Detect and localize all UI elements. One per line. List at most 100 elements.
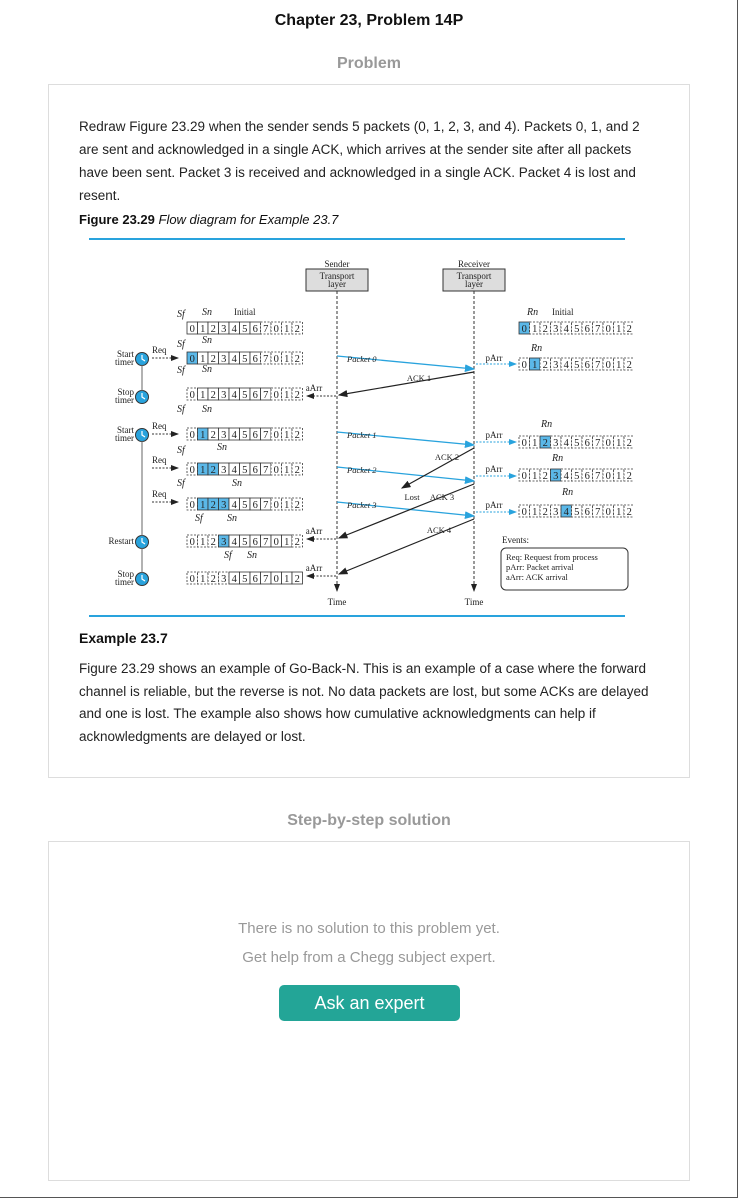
problem-card: Redraw Figure 23.29 when the sender send… (48, 84, 690, 778)
sender-window-0-num: 0 (190, 324, 195, 335)
no-solution-message: There is no solution to this problem yet… (238, 920, 500, 937)
figure-rule-top (89, 238, 625, 240)
ask-expert-button[interactable]: Ask an expert (279, 985, 460, 1021)
sender-window-7-num: 7 (263, 574, 268, 585)
receiver-initial-label: Initial (552, 307, 574, 317)
receiver-window-0-num: 0 (606, 324, 611, 335)
sender-window-4-num: 0 (190, 465, 195, 476)
timer-clock-hand (141, 393, 146, 400)
sender-window-1-num: 7 (263, 354, 268, 365)
sender-window-5-cell (281, 497, 293, 511)
sn-label-6: Sn (227, 513, 237, 524)
receiver-window-1-num: 0 (606, 360, 611, 371)
sender-window-2-num: 5 (242, 390, 247, 401)
receiver-window-2-num: 0 (606, 438, 611, 449)
expert-help-message: Get help from a Chegg subject expert. (242, 949, 496, 966)
receiver-window-2-cell (571, 435, 583, 449)
sender-window-6-cell (197, 534, 209, 548)
receiver-window-2-num: 3 (553, 438, 558, 449)
sender-window-6-num: 6 (253, 537, 258, 548)
sender-window-7-num: 3 (221, 574, 226, 585)
sender-window-4-cell (281, 462, 293, 476)
receiver-window-2-num: 6 (585, 438, 590, 449)
sender-window-5-num: 1 (200, 500, 205, 511)
receiver-window-4-num: 1 (616, 507, 621, 518)
sender-window-0-num: 2 (295, 324, 300, 335)
sender-window-3-num: 7 (263, 430, 268, 441)
sender-window-2-cell (281, 387, 293, 401)
sender-window-2-num: 2 (295, 390, 300, 401)
receiver-window-4-num: 1 (532, 507, 537, 518)
receiver-window-1-cell (592, 357, 604, 371)
sender-window-7-num: 0 (274, 574, 279, 585)
sender-window-0-num: 7 (263, 324, 268, 335)
receiver-label: Receiver (458, 259, 490, 269)
receiver-window-0-num: 6 (585, 324, 590, 335)
ack-arrow (337, 371, 475, 398)
sender-window-7-cell (207, 571, 219, 585)
sender-window-2-num: 1 (200, 390, 205, 401)
aarr-label: aArr (306, 526, 323, 536)
sender-window-6-num: 0 (190, 537, 195, 548)
sender-window-3-num: 5 (242, 430, 247, 441)
sender-window-1-num: 0 (190, 354, 195, 365)
sender-window-1-num: 2 (295, 354, 300, 365)
solution-card: There is no solution to this problem yet… (48, 841, 690, 1181)
packet-arrow (336, 501, 476, 519)
receiver-window-3-num: 0 (522, 471, 527, 482)
parr-label: pArr (486, 500, 503, 510)
receiver-window-2-num: 0 (522, 438, 527, 449)
receiver-window-3-num: 0 (606, 471, 611, 482)
sender-window-7-num: 1 (200, 574, 205, 585)
sf-label-1: Sf (177, 339, 186, 350)
receiver-window-2-num: 7 (595, 438, 600, 449)
receiver-window-0-cell (602, 321, 614, 335)
ack-label: ACK 2 (435, 452, 459, 462)
sender-window-1-cell (281, 351, 293, 365)
req-label: Req (152, 489, 167, 499)
receiver-window-3-num: 6 (585, 471, 590, 482)
sender-window-7-num: 5 (242, 574, 247, 585)
sender-window-2-num: 6 (253, 390, 258, 401)
receiver-window-1-num: 5 (574, 360, 579, 371)
sender-window-1-num: 4 (232, 354, 238, 365)
receiver-window-4-cell (518, 504, 530, 518)
receiver-window-2-num: 1 (616, 438, 621, 449)
sender-window-0-num: 6 (253, 324, 258, 335)
receiver-window-2-cell (602, 435, 614, 449)
receiver-window-4-num: 2 (543, 507, 548, 518)
sender-window-7-cell (186, 571, 198, 585)
rn-label-2: Rn (540, 419, 552, 430)
timer-event-label: timer (115, 577, 134, 587)
receiver-window-1-cell (518, 357, 530, 371)
timer-clock-hand (141, 355, 146, 362)
receiver-window-0-num: 0 (522, 324, 527, 335)
sender-window-6-num: 2 (295, 537, 300, 548)
receiver-window-1-cell (539, 357, 551, 371)
sender-layer-label-1: Transport (320, 271, 355, 281)
events-title: Events: (502, 535, 529, 545)
sender-window-7-cell (197, 571, 209, 585)
receiver-window-3-cell (602, 468, 614, 482)
sender-window-4-num: 2 (295, 465, 300, 476)
receiver-window-1-num: 6 (585, 360, 590, 371)
sender-window-5-cell (270, 497, 282, 511)
sn-label-1: Sn (202, 335, 212, 346)
receiver-window-0-num: 3 (553, 324, 558, 335)
receiver-window-0-num: 5 (574, 324, 579, 335)
receiver-window-0-cell (529, 321, 541, 335)
timer-clock-hand (141, 538, 146, 545)
packet-label: Packet 0 (346, 354, 377, 364)
figure-rule-bottom (89, 615, 625, 617)
receiver-window-0-cell (613, 321, 625, 335)
receiver-window-3-cell (539, 468, 551, 482)
sender-layer-label-2: layer (328, 279, 346, 289)
receiver-layer-label-1: Transport (457, 271, 492, 281)
sender-window-7-num: 0 (190, 574, 195, 585)
receiver-window-0-cell (592, 321, 604, 335)
sender-window-1-cell (291, 351, 303, 365)
receiver-window-1-cell (550, 357, 562, 371)
receiver-window-4-num: 5 (574, 507, 579, 518)
receiver-window-3-num: 2 (627, 471, 632, 482)
ack-label: ACK 1 (407, 373, 431, 383)
